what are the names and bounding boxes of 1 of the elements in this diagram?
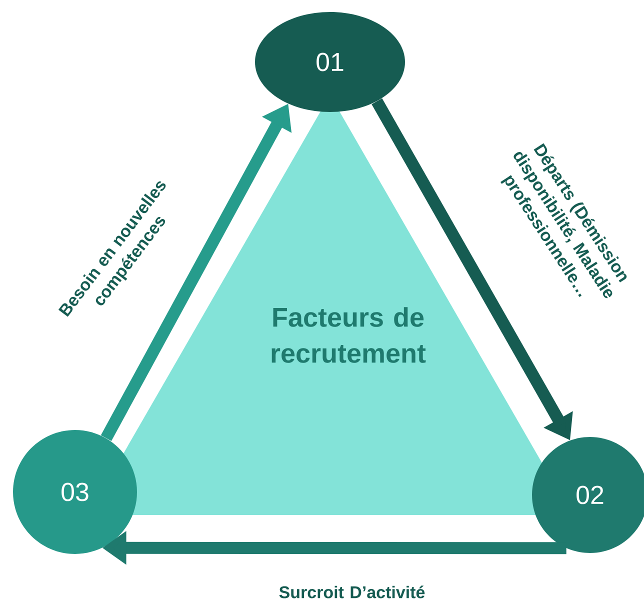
edge-label: Surcroit D’activité: [279, 586, 425, 598]
